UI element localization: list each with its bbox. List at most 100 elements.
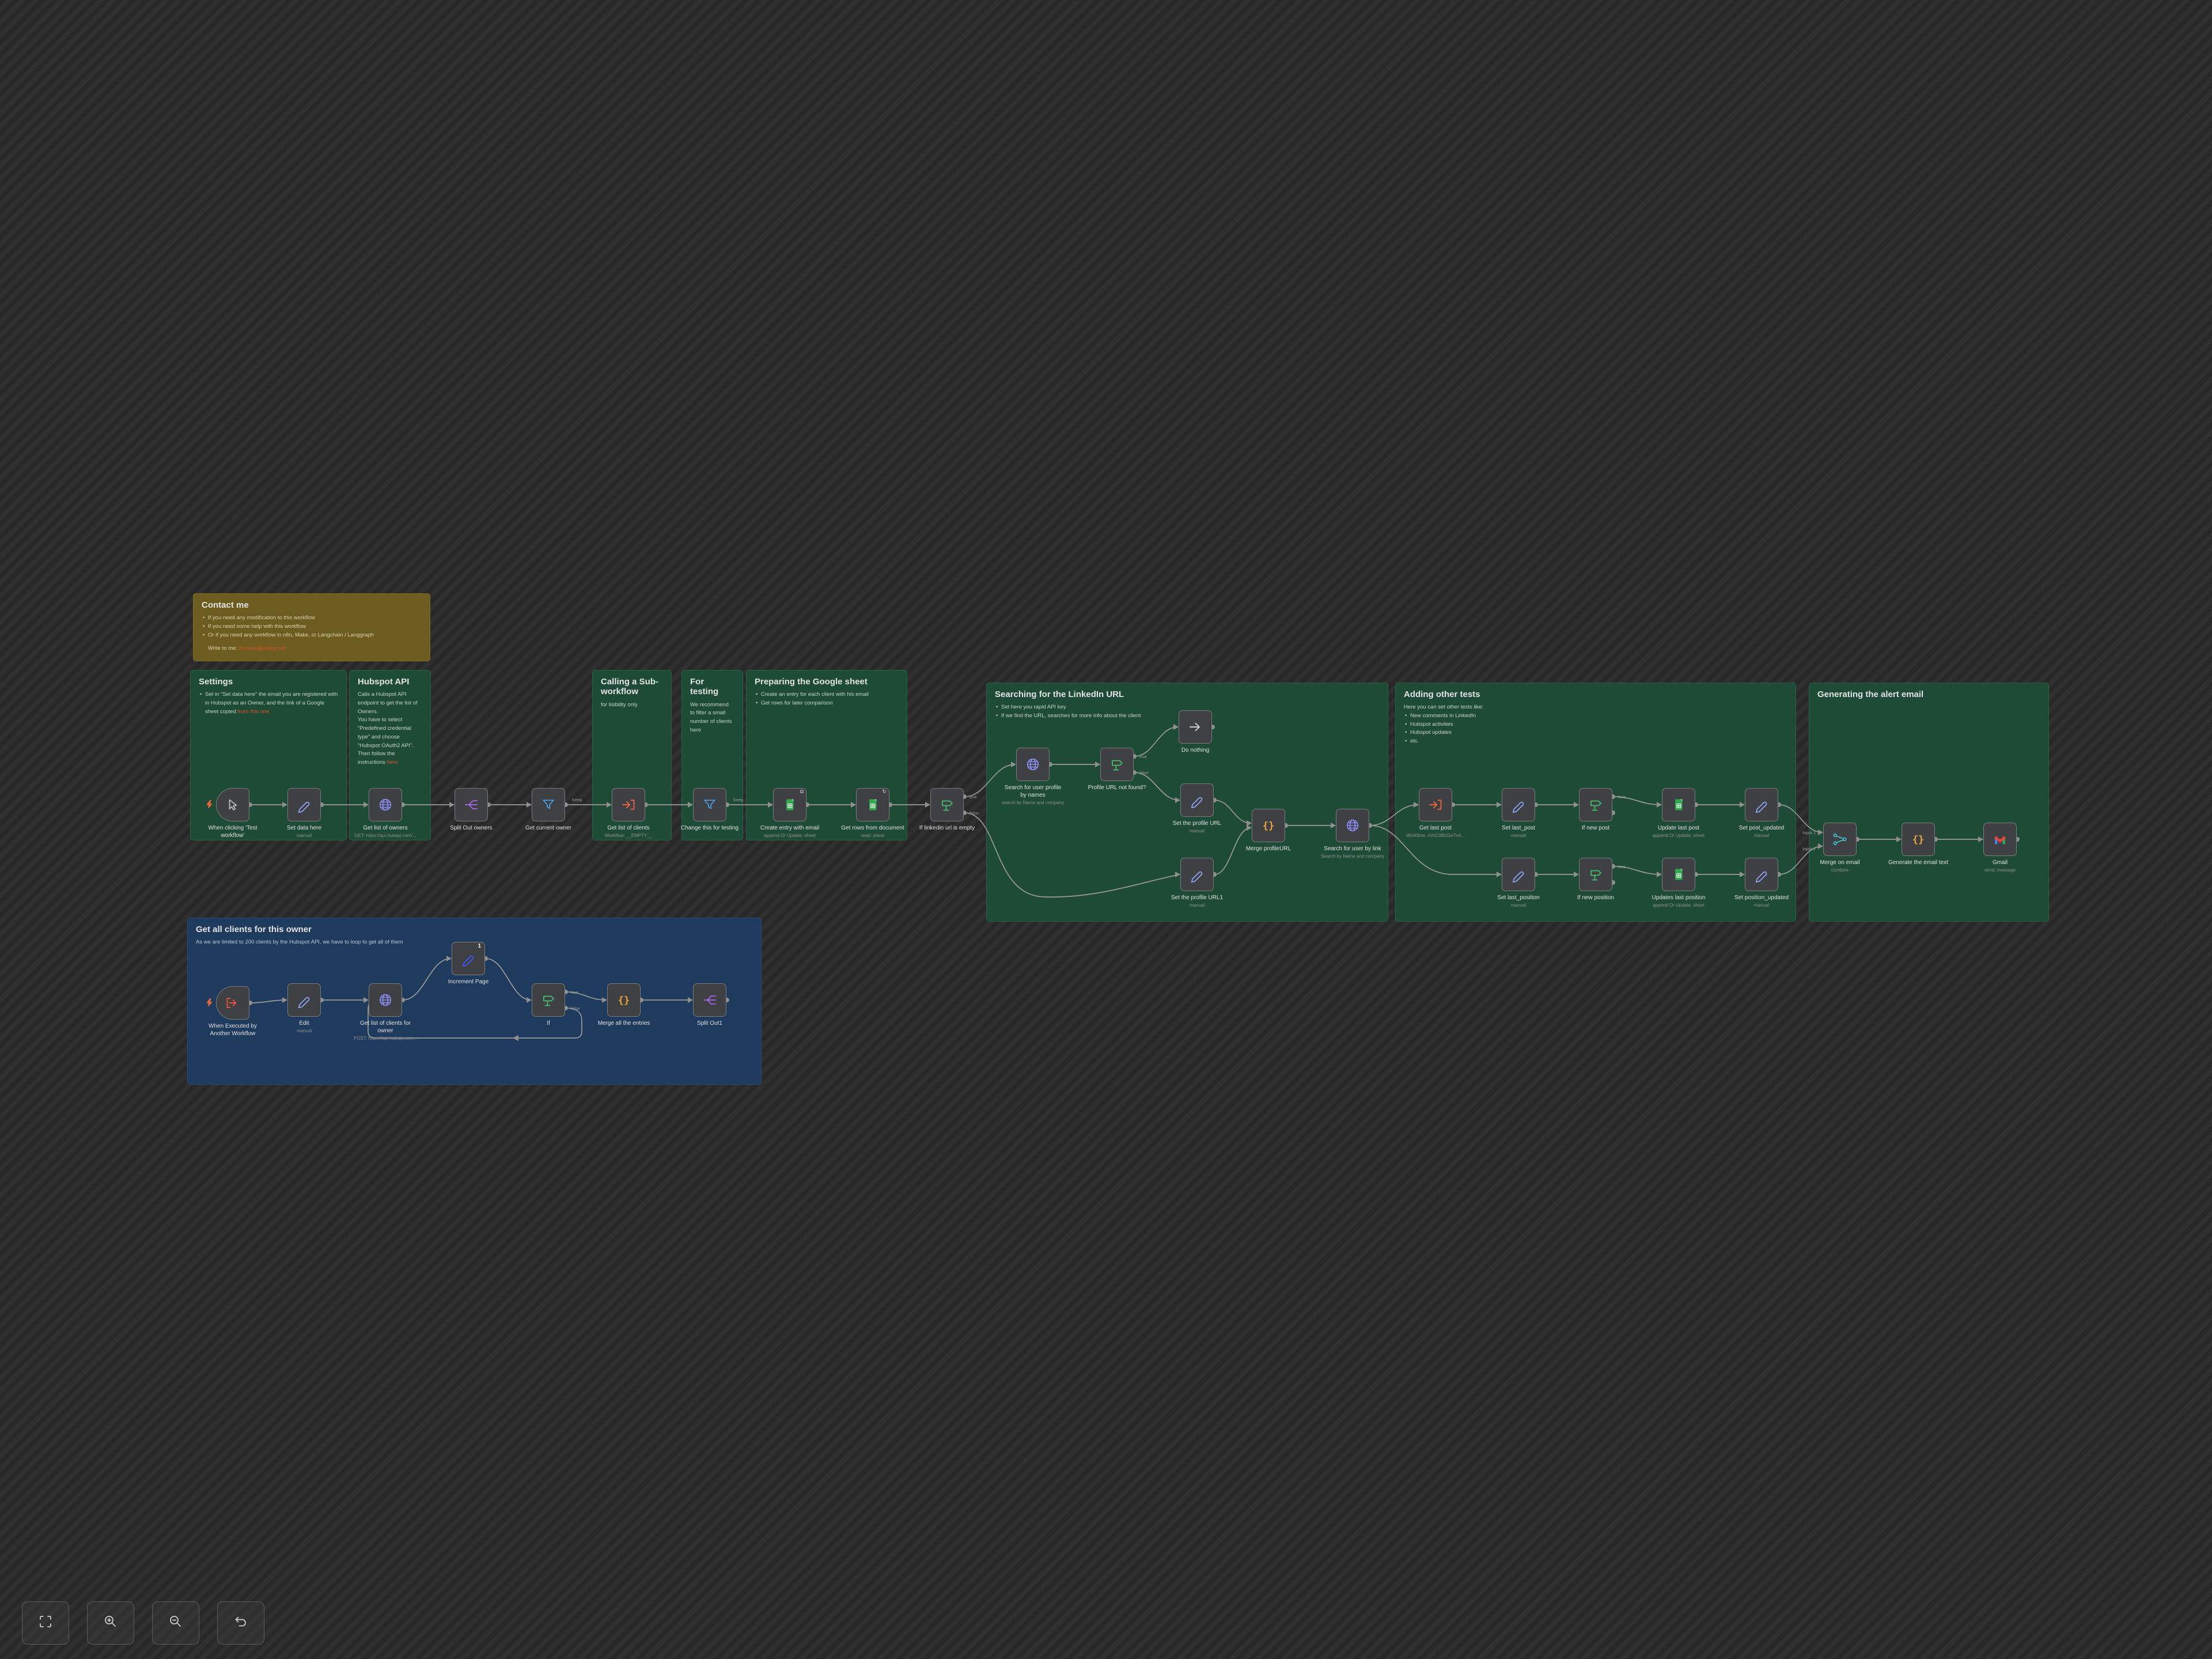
node-box-if-blue[interactable] (532, 983, 565, 1017)
node-subtitle: manual (1510, 903, 1527, 908)
node-box-set-last-post[interactable] (1502, 788, 1535, 821)
node-box-get-list-owners[interactable] (369, 788, 402, 821)
node-label: Get current owner (525, 825, 572, 831)
pencil-icon (1755, 871, 1767, 883)
node-box-do-nothing[interactable] (1179, 710, 1212, 744)
node-split-out1: Split Out1 (693, 983, 726, 1027)
node-box-merge-entries[interactable]: {} (607, 983, 641, 1017)
noop-arrow-icon (1190, 722, 1200, 732)
node-box-change-for-testing[interactable] (693, 788, 726, 821)
node-box-increment-page[interactable]: 1 (452, 942, 485, 975)
sticky-note-body: for lisibility only (601, 701, 638, 708)
if-icon (543, 995, 554, 1006)
node-box-when-executed[interactable] (216, 986, 249, 1020)
sticky-note-body: Set here you rapid API keyIf we find the… (995, 703, 1380, 720)
node-subtitle: manual (296, 833, 312, 838)
node-box-get-last-post[interactable] (1419, 788, 1452, 821)
node-box-if-new-position[interactable] (1579, 858, 1612, 891)
sticky-note-body: Set in “Set data here” the email you are… (199, 691, 338, 716)
node-box-edit[interactable] (287, 983, 321, 1017)
sticky-note-alert-email[interactable]: Generating the alert email (1809, 683, 2049, 922)
node-box-set-data-here[interactable] (287, 788, 321, 821)
sticky-note-body: Calls a Hubspot API endpoint to get the … (358, 691, 418, 766)
node-if-blue: If (532, 983, 565, 1027)
globe-icon (379, 994, 392, 1006)
node-box-if-new-post[interactable] (1579, 788, 1612, 821)
node-box-set-post-updated[interactable] (1745, 788, 1778, 821)
node-split-out-owners: Split Out owners (450, 788, 493, 831)
node-corner-badge: ↻ (882, 789, 887, 794)
note-link[interactable]: from this one (237, 708, 270, 715)
node-box-set-position-updated[interactable] (1745, 858, 1778, 891)
sticky-note-contact[interactable]: Contact meIf you need any modification t… (193, 593, 430, 661)
node-box-get-clients-owner[interactable] (369, 983, 402, 1017)
node-box-when-clicking[interactable] (216, 788, 249, 821)
node-box-updates-last-position[interactable] (1662, 858, 1695, 891)
node-box-update-last-post[interactable] (1662, 788, 1695, 821)
node-box-split-out1[interactable] (693, 983, 726, 1017)
node-box-profile-url-not-found[interactable] (1100, 748, 1134, 781)
node-box-get-rows[interactable]: ↻ (856, 788, 889, 821)
node-box-merge-profileurl[interactable]: {} (1252, 809, 1285, 842)
node-subtitle: append Or Update: sheet (1653, 833, 1705, 838)
node-box-split-out-owners[interactable] (454, 788, 488, 821)
zoom-in-button[interactable] (87, 1601, 134, 1645)
node-subtitle: read: sheet (861, 833, 885, 838)
note-link[interactable]: here (387, 759, 398, 766)
node-box-set-profile-url1[interactable] (1180, 858, 1214, 891)
node-box-create-entry[interactable]: ⧉ (773, 788, 806, 821)
node-subtitle: manual (1189, 903, 1205, 908)
node-box-get-current-owner[interactable] (532, 788, 565, 821)
code-braces-icon: {} (1912, 834, 1924, 846)
split-icon (703, 995, 716, 1005)
node-box-gmail[interactable] (1983, 823, 2017, 856)
items-count-badge: 1 (478, 943, 481, 949)
zoom-out-button[interactable] (152, 1601, 199, 1645)
node-box-merge-on-email[interactable] (1823, 823, 1857, 856)
node-box-set-profile-url[interactable] (1180, 783, 1214, 817)
sticky-note-body: Here you can set other tests like:New co… (1404, 703, 1787, 746)
svg-text:{}: {} (618, 995, 630, 1006)
globe-icon (1346, 819, 1359, 832)
port-label-true: true (969, 794, 977, 800)
node-box-generate-email-text[interactable]: {} (1902, 823, 1935, 856)
node-generate-email-text: {}Generate the email text (1888, 823, 1948, 866)
node-box-search-by-link[interactable] (1336, 809, 1369, 842)
sticky-note-settings[interactable]: SettingsSet in “Set data here” the email… (190, 670, 347, 840)
node-box-set-last-position[interactable] (1502, 858, 1535, 891)
node-subtitle: POST: https://api.hubapi.com... (353, 1036, 418, 1041)
node-label: Change this for testing (680, 825, 739, 831)
globe-icon (379, 798, 392, 811)
fit-view-button[interactable] (22, 1601, 69, 1645)
node-box-if-linkedin-empty[interactable] (930, 788, 964, 821)
node-merge-profileurl: {}Merge profileURL (1246, 809, 1291, 852)
sticky-note-title: Preparing the Google sheet (755, 677, 868, 687)
undo-button[interactable] (217, 1601, 264, 1645)
sticky-note-body: We recommend to filter a small number of… (690, 701, 732, 733)
node-box-get-list-clients[interactable] (612, 788, 645, 821)
node-if-new-post: If new post (1579, 788, 1612, 831)
trigger-bolt-icon (206, 800, 213, 812)
node-label: Do nothing (1181, 747, 1210, 753)
node-subtitle: manual (296, 1028, 312, 1033)
note-link[interactable]: thomas@pollup.net (238, 645, 286, 652)
node-box-search-by-names[interactable] (1016, 748, 1050, 781)
